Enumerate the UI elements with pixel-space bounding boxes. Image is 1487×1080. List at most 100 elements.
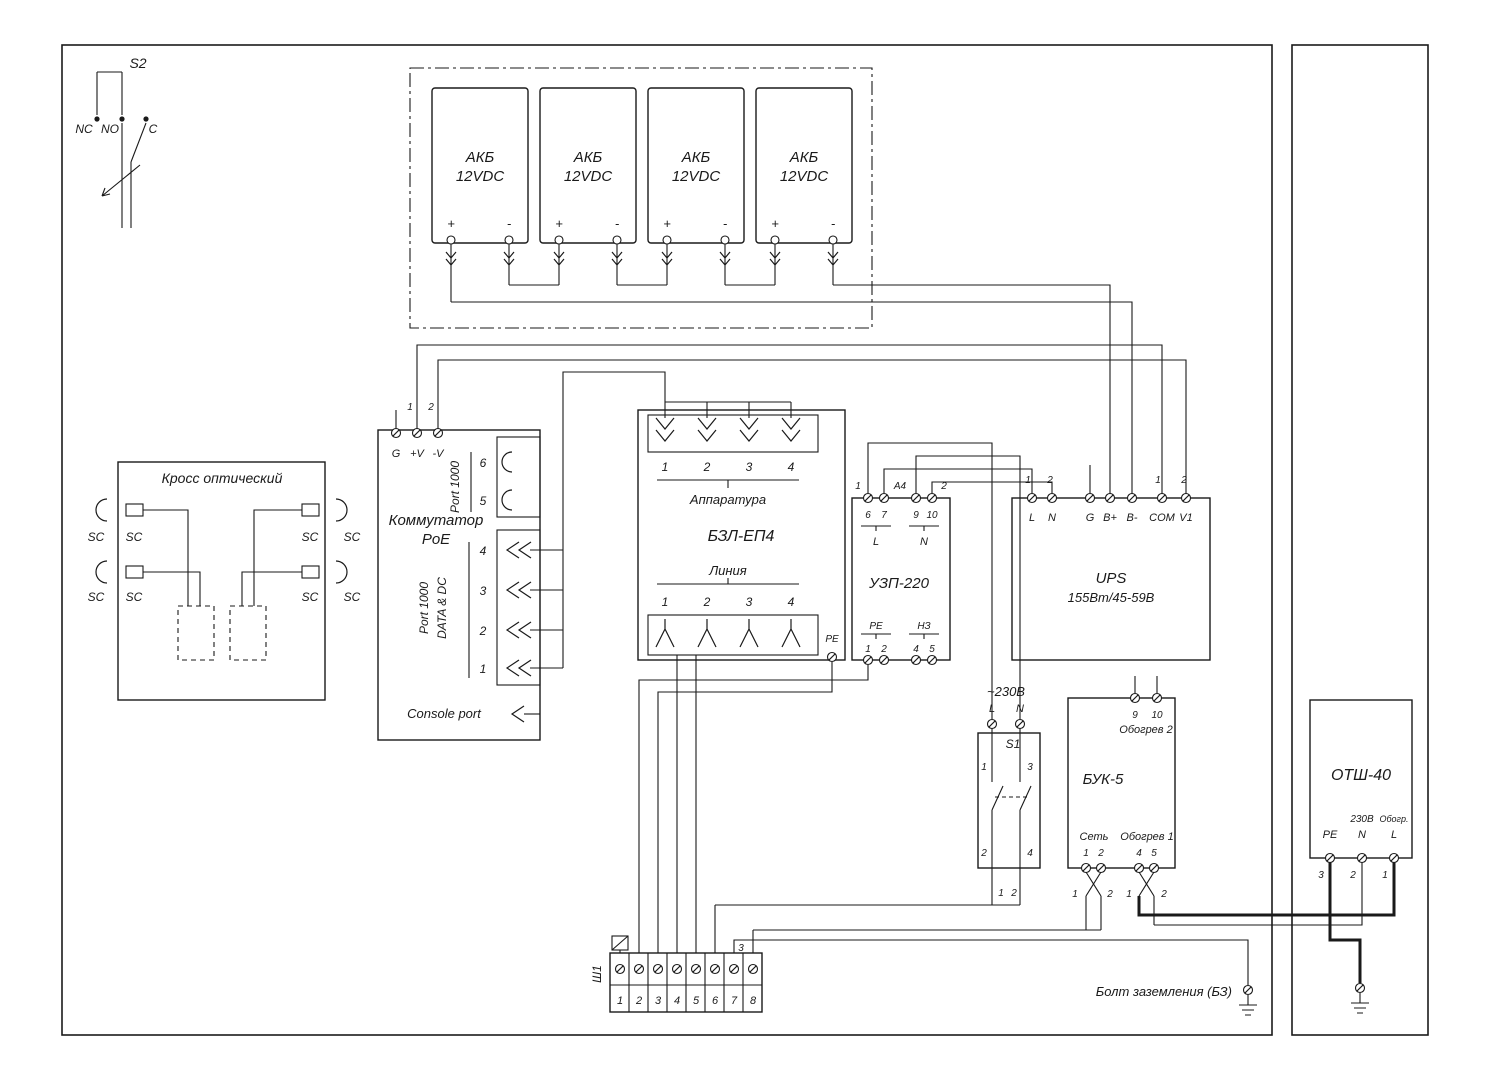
- poe-vplus-label: +V: [410, 448, 425, 460]
- uplink-group-label: Port 1000: [448, 461, 462, 513]
- otsh-pe-screw: [1324, 852, 1336, 864]
- bzl-bot-4: 4: [788, 595, 795, 609]
- buk-net-screw-2: [1095, 862, 1107, 874]
- strip-cable-connector-mark: [611, 935, 629, 951]
- buk-heat1-mark-1: 1: [1126, 889, 1132, 900]
- spare-splice-cassette: [177, 605, 215, 661]
- port-4-label: 4: [480, 544, 487, 558]
- s2-c-label: C: [149, 122, 158, 136]
- uzp-pe-screw-2: [878, 654, 890, 666]
- ground-bolt-screw: [1242, 984, 1254, 996]
- buk-heat2-label: Обогрев 2: [1119, 724, 1172, 736]
- port-2-label: 2: [479, 624, 487, 638]
- poe-vminus-label: -V: [433, 448, 446, 460]
- bzl-bot-3: 3: [746, 595, 753, 609]
- uzp-nz-num-4: 4: [913, 644, 919, 655]
- optical-cross: Кросс оптический SC SC SC SC SC SC SC SC: [88, 461, 361, 701]
- battery-1-minus: -: [507, 216, 512, 231]
- fiber-port-icon: [501, 451, 513, 473]
- strip-num-2: 2: [635, 995, 642, 1007]
- battery-3: АКБ 12VDC + -: [647, 87, 745, 266]
- bzl-line-label: Линия: [708, 563, 747, 578]
- sc-connector-icon: [95, 560, 108, 584]
- ups-mark-l1: 1: [1025, 475, 1031, 486]
- bzl-top-4: 4: [788, 460, 795, 474]
- uzp-mark-1: 1: [855, 481, 861, 492]
- ups-g-label: G: [1086, 512, 1095, 524]
- strip-screw-2: [633, 963, 645, 975]
- ups-bminus-label: B-: [1127, 512, 1138, 524]
- sc-label: SC: [302, 590, 319, 604]
- battery-2-minus: -: [615, 216, 620, 231]
- port-3-label: 3: [480, 584, 487, 598]
- uzp-nz-label: НЗ: [917, 621, 930, 632]
- s1-mark-1: 1: [998, 888, 1004, 899]
- bzl-pe-label: РЕ: [825, 634, 839, 645]
- uzp-bottom-brackets: [861, 633, 939, 639]
- ground-bolt-label: Болт заземления (БЗ): [1096, 984, 1232, 999]
- battery-4-plus: +: [771, 216, 779, 231]
- uzp-a4-label: А4: [893, 481, 907, 492]
- bzl-ep4: 1 2 3 4 Аппаратура БЗЛ-ЕП4 Линия 1 2 3 4…: [637, 409, 846, 663]
- bzl-title: БЗЛ-ЕП4: [708, 528, 775, 545]
- fiber-port-icon: [501, 489, 513, 511]
- surge-arrester-icon: [739, 417, 759, 442]
- battery-3-minus: -: [723, 216, 728, 231]
- ups-title: UPS: [1096, 570, 1127, 587]
- strip-dividers: [610, 953, 762, 1012]
- bzl-box: [637, 409, 846, 661]
- s2-nc-contact: [94, 116, 100, 122]
- otsh-230v-label: 230В: [1349, 814, 1374, 825]
- data-group-label-1: Port 1000: [417, 582, 431, 634]
- data-group-label-2: DATA & DC: [435, 577, 449, 639]
- terminal-screw-vminus: [432, 427, 444, 439]
- buk-num-9: 9: [1132, 710, 1138, 721]
- uzp-screw-10: [926, 492, 938, 504]
- strip-screw-1: [614, 963, 626, 975]
- ups-subtitle: 155Вт/45-59В: [1068, 590, 1155, 605]
- s2-c-contact: [143, 116, 149, 122]
- s2-no-contact: [119, 116, 125, 122]
- s1-num-4: 4: [1027, 848, 1033, 859]
- strip-wire-mark: 3: [738, 943, 744, 954]
- optical-cross-box: [117, 461, 326, 701]
- uzp-nz-num-5: 5: [929, 644, 935, 655]
- buk-5: 9 10 Обогрев 2 БУК-5 Сеть Обогрев 1 1 2 …: [1067, 692, 1176, 900]
- buk-net-screw-1: [1080, 862, 1092, 874]
- rj45-port-icon: [506, 621, 532, 639]
- strip-num-5: 5: [693, 995, 700, 1007]
- battery-enclosure: [409, 67, 873, 329]
- s1-mark-2: 2: [1010, 888, 1017, 899]
- battery-4-minus: -: [831, 216, 836, 231]
- uzp-pe-num-2: 2: [880, 644, 887, 655]
- otsh-num-3: 3: [1318, 870, 1324, 881]
- buk-title: БУК-5: [1083, 771, 1124, 788]
- battery-3-voltage: 12VDC: [672, 168, 721, 185]
- uzp-screw-7: [878, 492, 890, 504]
- ups-mark-r1: 1: [1155, 475, 1161, 486]
- sc-connector-icon: [335, 560, 348, 584]
- bzl-top-3: 3: [746, 460, 753, 474]
- s1-label: S1: [1006, 737, 1021, 751]
- buk-heat1-screw-4: [1133, 862, 1145, 874]
- sc-label: SC: [88, 530, 105, 544]
- ups-screw-n: [1046, 492, 1058, 504]
- poe-switch-title-2: PoE: [422, 531, 451, 548]
- uzp-num-9: 9: [913, 510, 919, 521]
- bzl-apparatus-label: Аппаратура: [689, 492, 766, 507]
- buk-box: [1067, 697, 1176, 869]
- battery-3-plus: +: [663, 216, 671, 231]
- s1-num-2: 2: [980, 848, 987, 859]
- uzp-pe-label: РЕ: [869, 621, 883, 632]
- uzp-mark-2: 2: [940, 481, 947, 492]
- otsh-l-screw: [1388, 852, 1400, 864]
- otsh-num-2: 2: [1349, 870, 1356, 881]
- sc-label: SC: [344, 590, 361, 604]
- ups-mark-l2: 2: [1046, 475, 1053, 486]
- battery-2: АКБ 12VDC + -: [539, 87, 637, 266]
- mains-l-screw: [986, 718, 998, 730]
- uplink-ports-box: [496, 436, 541, 518]
- ups-screw-bminus: [1126, 492, 1138, 504]
- grounding: Болт заземления (БЗ): [1096, 982, 1369, 1016]
